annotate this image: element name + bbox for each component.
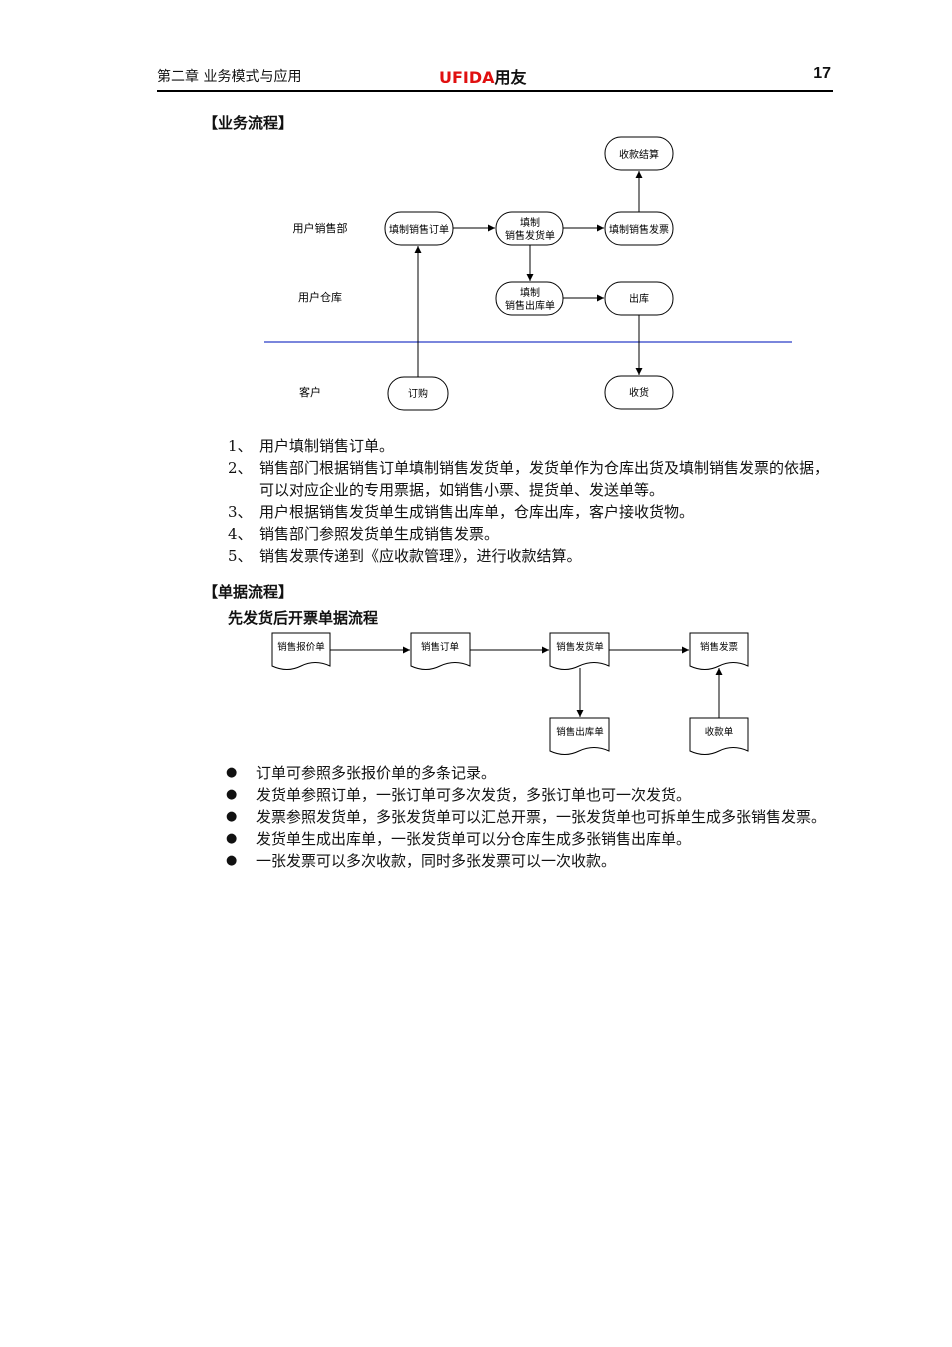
node-fill-order-label: 填制销售订单 [389, 223, 449, 236]
node-fill-outbound: 填制 销售出库单 [495, 281, 564, 316]
doc-quote-label: 销售报价单 [277, 641, 325, 653]
step-text: 销售部门根据销售订单填制销售发货单，发货单作为仓库出货及填制销售发票的依据，可以… [259, 459, 830, 499]
list-item: ● 一张发票可以多次收款，同时多张发票可以一次收款。 [226, 850, 838, 872]
business-steps-list: 1、 用户填制销售订单。 2、 销售部门根据销售订单填制销售发货单，发货单作为仓… [228, 435, 838, 567]
node-fill-order: 填制销售订单 [384, 211, 454, 246]
step-text: 销售发票传递到《应收款管理》，进行收款结算。 [259, 547, 582, 565]
step-number: 2、 [228, 459, 253, 477]
doc-order: 销售订单 [410, 632, 471, 670]
doc-outbound-label: 销售出库单 [556, 726, 604, 738]
step-number: 1、 [228, 437, 253, 455]
brand-name-en: UFIDA [439, 68, 495, 87]
bullet-icon: ● [226, 765, 238, 780]
list-item: ● 发货单参照订单，一张订单可多次发货，多张订单也可一次发货。 [226, 784, 838, 806]
node-fill-outbound-label-2: 销售出库单 [505, 299, 555, 312]
document-flow-notes: ● 订单可参照多张报价单的多条记录。 ● 发货单参照订单，一张订单可多次发货，多… [226, 762, 838, 872]
lane-label-sales: 用户销售部 [293, 221, 348, 235]
doc-invoice: 销售发票 [689, 632, 749, 670]
node-order: 订购 [387, 376, 449, 411]
node-outbound: 出库 [604, 281, 674, 316]
node-fill-delivery: 填制 销售发货单 [495, 211, 564, 246]
list-item: ● 发货单生成出库单，一张发货单可以分仓库生成多张销售出库单。 [226, 828, 838, 850]
doc-order-label: 销售订单 [421, 641, 460, 653]
note-text: 发货单参照订单，一张订单可多次发货，多张订单也可一次发货。 [256, 786, 692, 804]
node-order-label: 订购 [408, 387, 428, 400]
node-fill-delivery-label-2: 销售发货单 [505, 229, 555, 242]
brand-logo: UFIDA用友 [439, 64, 527, 88]
page-header: 第二章 业务模式与应用 UFIDA用友 17 [157, 64, 833, 92]
doc-invoice-label: 销售发票 [700, 641, 739, 653]
list-item: ● 发票参照发货单，多张发货单可以汇总开票，一张发货单也可拆单生成多张销售发票。 [226, 806, 838, 828]
list-item: 4、 销售部门参照发货单生成销售发票。 [228, 523, 838, 545]
bullet-icon: ● [226, 787, 238, 802]
step-text: 用户根据销售发货单生成销售出库单，仓库出库，客户接收货物。 [259, 503, 695, 521]
bullet-icon: ● [226, 853, 238, 868]
doc-receipt: 收款单 [689, 717, 749, 755]
lane-label-customer: 客户 [299, 385, 321, 399]
bullet-icon: ● [226, 831, 238, 846]
page-number: 17 [813, 65, 831, 82]
lane-label-warehouse: 用户仓库 [298, 290, 342, 304]
brand-name-cn: 用友 [494, 68, 527, 87]
doc-quote: 销售报价单 [271, 632, 331, 670]
note-text: 发票参照发货单，多张发货单可以汇总开票，一张发货单也可拆单生成多张销售发票。 [256, 808, 827, 826]
note-text: 订单可参照多张报价单的多条记录。 [256, 764, 497, 782]
doc-receipt-label: 收款单 [705, 726, 734, 738]
node-settlement-label: 收款结算 [619, 148, 659, 161]
step-text: 销售部门参照发货单生成销售发票。 [259, 525, 500, 543]
business-flow-diagram: 用户销售部 用户仓库 客户 收款结算 填制销售订单 填制 销售发货单 填制销售发… [264, 136, 792, 411]
step-number: 4、 [228, 525, 253, 543]
node-receive-label: 收货 [629, 386, 649, 399]
doc-delivery: 销售发货单 [549, 632, 610, 670]
document-flow-title: 【单据流程】 [203, 583, 294, 601]
node-fill-delivery-label-1: 填制 [520, 216, 540, 229]
doc-outbound: 销售出库单 [549, 717, 610, 755]
step-text: 用户填制销售订单。 [259, 437, 395, 455]
node-outbound-label: 出库 [629, 292, 649, 305]
document-flow-diagram: 销售报价单 销售订单 销售发货单 销售发票 销售出库单 收款单 [271, 632, 749, 755]
chapter-title: 第二章 业务模式与应用 [157, 69, 302, 85]
node-settlement: 收款结算 [604, 136, 674, 171]
business-flow-title: 【业务流程】 [203, 114, 294, 132]
node-receive: 收货 [604, 375, 674, 410]
bullet-icon: ● [226, 809, 238, 824]
note-text: 发货单生成出库单，一张发货单可以分仓库生成多张销售出库单。 [256, 830, 692, 848]
list-item: 1、 用户填制销售订单。 [228, 435, 838, 457]
node-fill-invoice-label: 填制销售发票 [609, 223, 669, 236]
list-item: 3、 用户根据销售发货单生成销售出库单，仓库出库，客户接收货物。 [228, 501, 838, 523]
node-fill-invoice: 填制销售发票 [604, 211, 674, 246]
step-number: 3、 [228, 503, 253, 521]
step-number: 5、 [228, 547, 253, 565]
doc-delivery-label: 销售发货单 [556, 641, 604, 653]
note-text: 一张发票可以多次收款，同时多张发票可以一次收款。 [256, 852, 617, 870]
list-item: 2、 销售部门根据销售订单填制销售发货单，发货单作为仓库出货及填制销售发票的依据… [228, 457, 838, 501]
node-fill-outbound-label-1: 填制 [520, 286, 540, 299]
document-flow-subtitle: 先发货后开票单据流程 [228, 609, 379, 627]
list-item: 5、 销售发票传递到《应收款管理》，进行收款结算。 [228, 545, 838, 567]
list-item: ● 订单可参照多张报价单的多条记录。 [226, 762, 838, 784]
